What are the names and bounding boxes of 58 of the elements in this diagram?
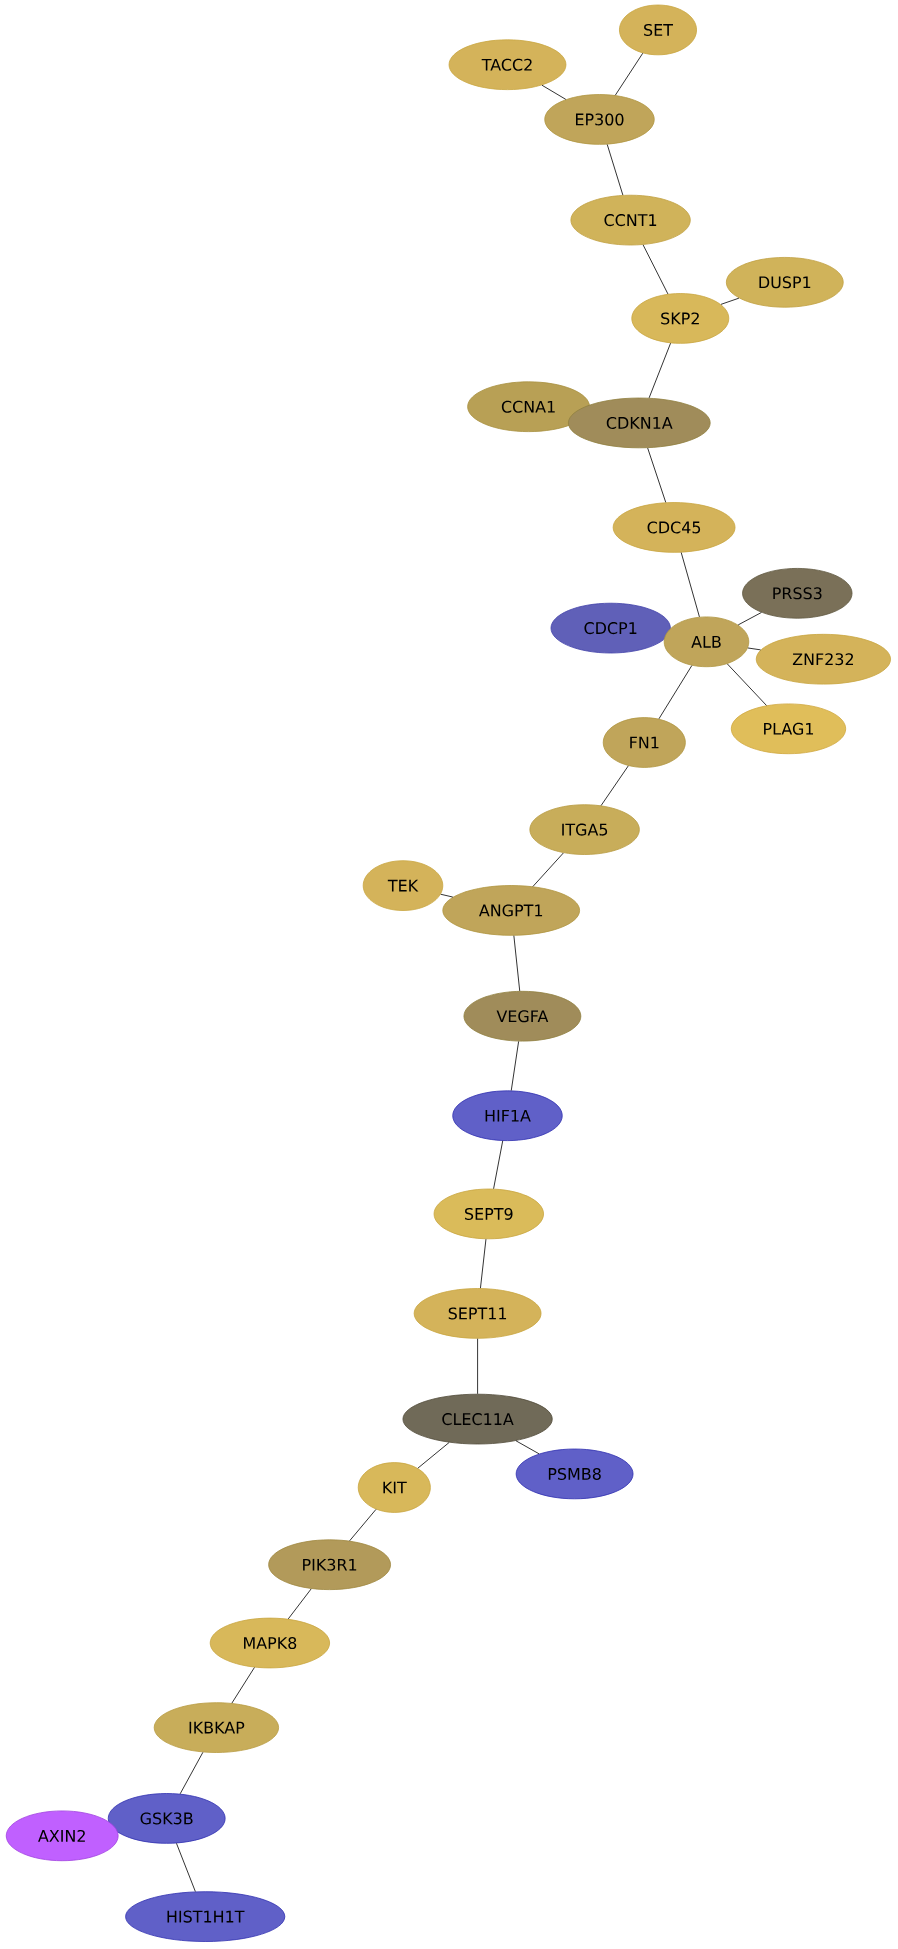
gene-node: ITGA5 [529,804,640,855]
edge-line [726,663,767,706]
edge-line [720,297,740,305]
gene-node: ANGPT1 [442,885,580,936]
gene-node: SEPT11 [413,1288,542,1339]
gene-node: TACC2 [448,39,567,91]
edge-line [515,1440,540,1455]
gene-node: SET [619,4,697,56]
gene-node: FN1 [602,717,686,768]
gene-node: AXIN2 [5,1810,119,1862]
edge-line [480,1238,487,1289]
gene-node: EP300 [544,94,655,145]
edge-line [658,665,693,720]
gene-node: SKP2 [631,293,730,344]
gene-node: PRSS3 [742,568,853,619]
edge-line [648,342,671,399]
edge-line [600,765,629,806]
edge-line [647,447,667,503]
edge-line [440,893,454,898]
gene-node: VEGFA [463,990,582,1042]
edge-line [532,852,564,887]
edge-line [477,1338,478,1395]
edge-line [417,1442,450,1469]
edge-line [541,84,567,100]
gene-node: IKBKAP [153,1702,279,1753]
edge-line [493,1140,504,1190]
gene-node: PLAG1 [730,703,847,755]
gene-node: HIF1A [452,1090,563,1141]
edge-line [513,935,521,992]
gene-node: CDKN1A [568,397,711,449]
gene-node: CCNA1 [467,381,590,432]
edge-line [231,1667,255,1704]
edge-line [642,244,669,295]
gene-node: TEK [362,860,444,911]
edge-line [747,647,761,651]
gene-node: PIK3R1 [268,1539,391,1590]
gene-node: DUSP1 [725,257,844,308]
edge-line [737,612,762,626]
gene-node: CDCP1 [550,602,671,654]
edge-line [510,1041,519,1091]
gene-node: CCNT1 [570,194,691,246]
edge-line [176,1842,196,1892]
gene-node: ALB [663,616,750,668]
gene-node: SEPT9 [433,1188,544,1240]
edge-line [287,1588,312,1620]
gene-node: PSMB8 [515,1448,634,1500]
edge-line [179,1751,204,1795]
gene-node: HIST1H1T [125,1891,286,1942]
edge-line [614,52,644,96]
edge-line [606,144,624,196]
gene-node: MAPK8 [209,1617,330,1669]
gene-node: CLEC11A [402,1393,553,1445]
gene-node: GSK3B [107,1793,226,1844]
edge-line [680,552,700,618]
gene-node: ZNF232 [755,633,891,685]
gene-node: CDC45 [612,502,736,553]
gene-node: KIT [357,1462,431,1513]
edge-line [349,1509,377,1542]
